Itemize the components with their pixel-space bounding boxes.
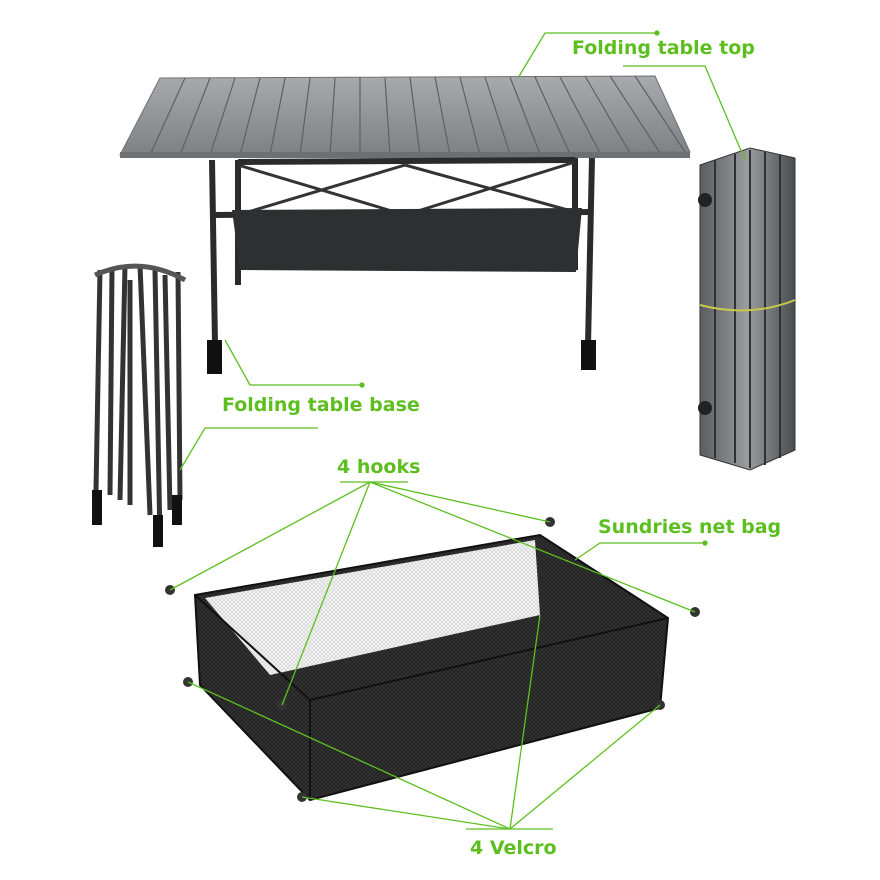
label-4-hooks: 4 hooks [337,456,421,478]
label-folding-table-base: Folding table base [222,394,420,416]
label-sundries-net-bag: Sundries net bag [598,516,782,538]
label-4-velcro: 4 Velcro [470,837,557,859]
folding-table [119,75,691,374]
label-folding-table-top: Folding table top [572,37,755,59]
rolled-table-top [698,147,796,471]
folded-table-base [92,263,187,547]
callout-lines [169,30,746,830]
net-bag [165,517,700,802]
